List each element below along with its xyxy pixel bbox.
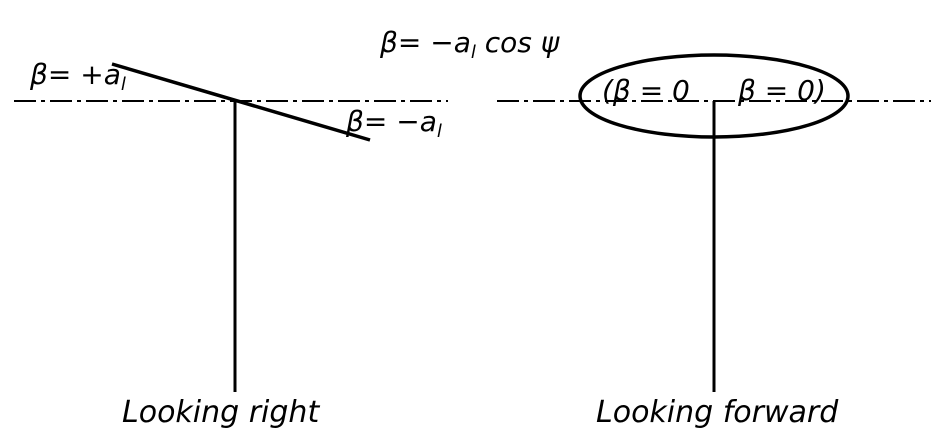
title-subscript: l <box>471 42 476 63</box>
right-left-label: (β = 0 <box>602 74 690 107</box>
left-lower-label: β= −al <box>345 105 442 142</box>
right-panel: (β = 0 β = 0) Looking forward <box>497 53 931 430</box>
left-caption: Looking right <box>122 395 320 430</box>
left-upper-equals: = +a <box>48 58 121 91</box>
title-equals: = −a <box>398 26 471 59</box>
right-right-label: β = 0) <box>737 74 826 107</box>
left-lower-beta: β <box>345 105 364 138</box>
left-upper-beta: β <box>29 58 48 91</box>
left-upper-label: β= +al <box>29 58 126 95</box>
left-rotor-disc-line <box>111 62 371 142</box>
left-upper-subscript: l <box>121 74 126 95</box>
diagram-title: β= −al cos ψ <box>379 26 560 63</box>
title-beta: β <box>379 26 398 59</box>
left-lower-subscript: l <box>437 121 442 142</box>
right-caption: Looking forward <box>596 395 839 430</box>
left-lower-equals: = −a <box>364 105 437 138</box>
left-panel: β= +al β= −al Looking right <box>14 58 448 430</box>
title-rest: cos ψ <box>476 26 560 59</box>
